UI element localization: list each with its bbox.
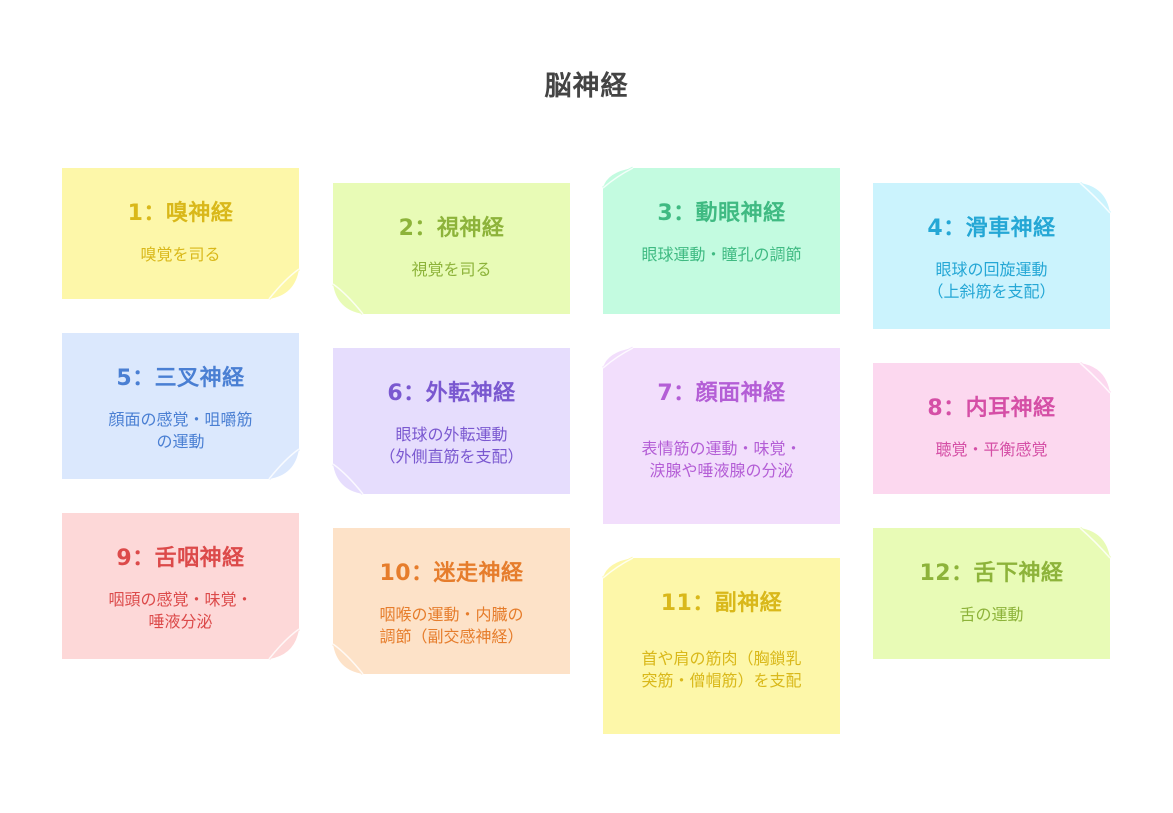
nerve-description: 咽頭の感覚・味覚・ 唾液分泌 [62,589,299,633]
note-paper-shape [62,513,299,659]
note-paper [332,528,570,675]
nerve-card-2: 2：視神経 視覚を司る [332,183,570,315]
nerve-heading: 12：舌下神経 [919,561,1064,586]
note-paper [332,348,570,495]
note-corner-highlight [1079,182,1111,214]
nerve-card-3: 3：動眼神経 眼球運動・瞳孔の調節 [602,166,840,314]
note-corner-highlight [602,557,634,579]
nerve-description: 首や肩の筋肉（胸鎖乳 突筋・僧帽筋）を支配 [603,648,840,692]
nerve-description: 嗅覚を司る [62,244,299,266]
nerve-card-5: 5：三叉神経 顔面の感覚・咀嚼筋 の運動 [62,333,300,480]
description-line: 咽頭の感覚・味覚・ [108,590,253,609]
nerve-description: 咽喉の運動・内臓の 調節（副交感神経） [333,604,570,648]
description-line: 眼球運動・瞳孔の調節 [641,245,802,264]
note-paper-shape [873,528,1110,659]
description-line: （上斜筋を支配） [927,282,1056,301]
nerve-heading: 4：滑車神経 [927,216,1056,241]
note-paper [332,183,570,315]
note-paper-shape [873,363,1110,494]
note-paper [62,513,300,660]
nerve-heading: 8：内耳神経 [927,396,1056,421]
description-line: 眼球の回旋運動 [935,260,1048,279]
note-corner-highlight [1079,527,1111,559]
nerve-card-1: 1：嗅神経 嗅覚を司る [62,168,300,300]
nerve-card-7: 7：顔面神経 表情筋の運動・味覚・ 涙腺や唾液腺の分泌 [602,346,840,524]
nerve-heading: 7：顔面神経 [657,381,786,406]
description-line: 涙腺や唾液腺の分泌 [649,461,794,480]
nerve-card-10: 10：迷走神経 咽喉の運動・内臓の 調節（副交感神経） [332,528,570,675]
nerve-description: 眼球運動・瞳孔の調節 [603,244,840,266]
nerve-heading: 10：迷走神経 [379,561,524,586]
nerve-description: 眼球の外転運動 （外側直筋を支配） [333,424,570,468]
note-paper [602,166,840,314]
description-line: 顔面の感覚・咀嚼筋 [108,410,253,429]
note-paper-shape [333,183,570,314]
note-corner-highlight [332,643,364,675]
nerve-description: 聴覚・平衡感覚 [873,439,1110,461]
description-line: の運動 [156,432,205,451]
nerve-card-12: 12：舌下神経 舌の運動 [873,526,1112,659]
note-corner-highlight [602,347,634,369]
note-paper [602,346,840,524]
description-line: 表情筋の運動・味覚・ [641,439,802,458]
nerve-description: 舌の運動 [873,604,1110,626]
nerve-card-8: 8：内耳神経 聴覚・平衡感覚 [873,361,1112,494]
note-paper [62,168,300,300]
note-paper [873,361,1112,494]
note-corner-highlight [268,268,300,300]
nerve-heading: 3：動眼神経 [657,201,786,226]
note-paper-shape [873,183,1110,329]
description-line: 調節（副交感神経） [379,627,524,646]
description-line: 唾液分泌 [148,612,213,631]
description-line: 聴覚・平衡感覚 [935,440,1048,459]
note-paper-shape [333,348,570,494]
nerve-description: 顔面の感覚・咀嚼筋 の運動 [62,409,299,453]
nerve-card-9: 9：舌咽神経 咽頭の感覚・味覚・ 唾液分泌 [62,513,300,660]
nerve-heading: 1：嗅神経 [127,201,234,226]
nerve-heading: 11：副神経 [660,591,783,616]
nerve-heading: 5：三叉神経 [116,366,245,391]
note-paper-shape [603,558,840,734]
nerve-description: 視覚を司る [333,259,570,281]
nerve-card-4: 4：滑車神経 眼球の回旋運動 （上斜筋を支配） [873,181,1112,329]
note-corner-highlight [1079,362,1111,394]
description-line: 咽喉の運動・内臓の [379,605,524,624]
note-paper-shape [603,348,840,524]
nerve-card-6: 6：外転神経 眼球の外転運動 （外側直筋を支配） [332,348,570,495]
nerve-description: 表情筋の運動・味覚・ 涙腺や唾液腺の分泌 [603,438,840,482]
note-paper [602,556,840,734]
note-corner-highlight [602,167,634,189]
note-corner-highlight [332,283,364,315]
nerve-card-11: 11：副神経 首や肩の筋肉（胸鎖乳 突筋・僧帽筋）を支配 [602,556,840,734]
nerve-heading: 9：舌咽神経 [116,546,245,571]
note-paper-shape [62,333,299,479]
note-paper-shape [333,528,570,674]
page-title: 脳神経 [544,71,629,102]
description-line: （外側直筋を支配） [379,447,524,466]
note-paper [873,181,1112,329]
note-corner-highlight [268,448,300,480]
description-line: 眼球の外転運動 [395,425,508,444]
note-paper-shape [62,168,299,299]
note-corner-highlight [332,463,364,495]
nerve-heading: 2：視神経 [398,216,505,241]
description-line: 首や肩の筋肉（胸鎖乳 [641,649,802,668]
note-paper [62,333,300,480]
nerve-heading: 6：外転神経 [387,381,516,406]
note-paper [873,526,1112,659]
nerve-description: 眼球の回旋運動 （上斜筋を支配） [873,259,1110,303]
note-paper-shape [603,168,840,314]
description-line: 突筋・僧帽筋）を支配 [641,671,802,690]
description-line: 嗅覚を司る [140,245,221,264]
description-line: 舌の運動 [959,605,1024,624]
description-line: 視覚を司る [411,260,492,279]
note-corner-highlight [268,628,300,660]
